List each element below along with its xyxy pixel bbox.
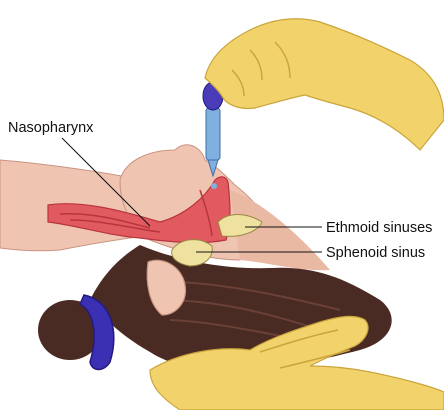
- sphenoid-sinus-label: Sphenoid sinus: [326, 245, 425, 261]
- nasopharynx-label: Nasopharynx: [8, 120, 94, 136]
- ethmoid-sinuses-label: Ethmoid sinuses: [326, 220, 432, 236]
- dropper-tube: [206, 108, 220, 160]
- drop: [211, 183, 217, 189]
- sphenoid-sinus-shape: [172, 240, 213, 266]
- upper-glove-hand: [205, 19, 444, 150]
